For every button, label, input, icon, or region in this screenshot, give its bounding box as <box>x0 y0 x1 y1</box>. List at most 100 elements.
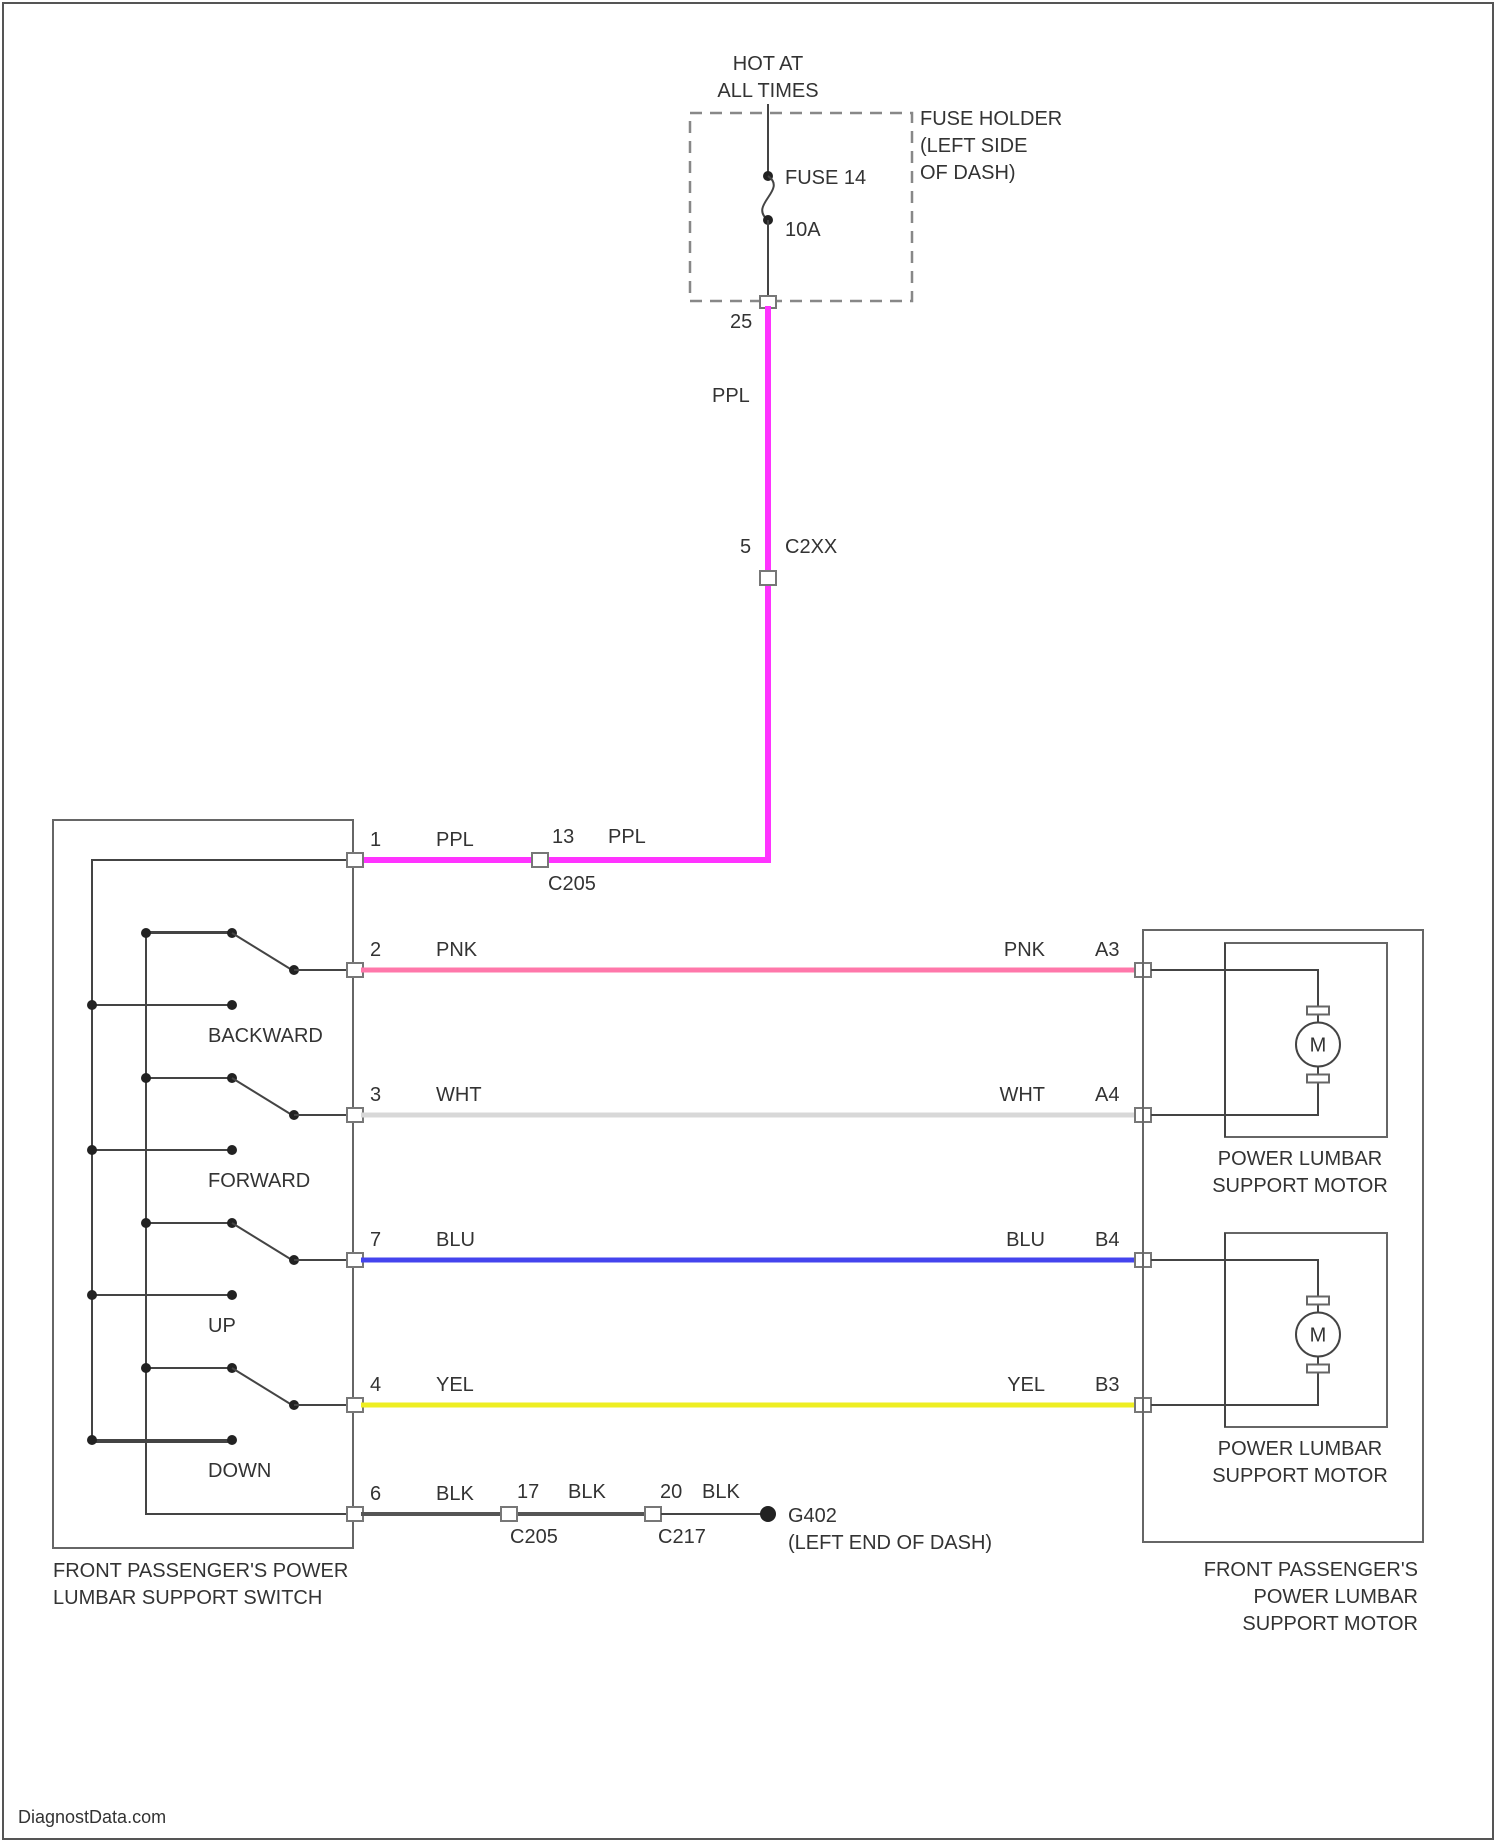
connector-gnd-c217-pin <box>645 1507 661 1521</box>
fuse-rating: 10A <box>785 219 821 241</box>
switch-blade <box>232 933 292 970</box>
motor-pin-number: B3 <box>1095 1374 1119 1396</box>
switch-contact-lower <box>227 1290 237 1300</box>
connector-c205-pin <box>532 853 548 867</box>
connector-gnd-c217-name: C217 <box>658 1526 706 1548</box>
connector-gnd-c217-pin-number: 20 <box>660 1481 682 1503</box>
switch-position-label: FORWARD <box>208 1170 310 1192</box>
fuse-symbol <box>762 176 774 220</box>
switch-blade <box>232 1223 292 1260</box>
switch-junction <box>87 1290 97 1300</box>
switch-pin-number: 3 <box>370 1084 381 1106</box>
motor-brush-bottom <box>1307 1075 1329 1083</box>
switch-contact-lower <box>227 1435 237 1445</box>
motor-sub-label-line2: SUPPORT MOTOR <box>1212 1465 1388 1487</box>
switch-position-label: BACKWARD <box>208 1025 323 1047</box>
connector-c2xx-name: C2XX <box>785 536 837 558</box>
switch-contact-lower <box>227 1145 237 1155</box>
switch-groups: BACKWARD FORWARD UP DOWN <box>87 928 350 1482</box>
switch-junction <box>141 1363 151 1373</box>
feed-wire-color-code: PPL <box>712 385 750 407</box>
motor-pin-number: B4 <box>1095 1229 1119 1251</box>
motor-brush-bottom <box>1307 1365 1329 1373</box>
ground-wire-color-code-mid: BLK <box>568 1481 606 1503</box>
switch-pin <box>347 1507 363 1521</box>
connector-c205-pin-number: 13 <box>552 826 574 848</box>
wire-color-code: BLU <box>436 1229 475 1251</box>
switch-component-label-line2: LUMBAR SUPPORT SWITCH <box>53 1587 322 1609</box>
connector-c2xx-pin-number: 5 <box>740 536 751 558</box>
switch-position-label: UP <box>208 1315 236 1337</box>
motor-brush-top <box>1307 1007 1329 1015</box>
wire-color-code-motor-end: YEL <box>1007 1374 1045 1396</box>
switch-junction <box>141 1218 151 1228</box>
switch-pin <box>347 853 363 867</box>
motor-symbol-letter: M <box>1310 1325 1327 1347</box>
ground-location: (LEFT END OF DASH) <box>788 1532 992 1554</box>
watermark: DiagnostData.com <box>18 1807 166 1827</box>
ground-wire-color-code-right: BLK <box>702 1481 740 1503</box>
motor-sub-label-line1: POWER LUMBAR <box>1218 1438 1382 1460</box>
switch-pin <box>347 1253 363 1267</box>
motor-sub-label-line1: POWER LUMBAR <box>1218 1148 1382 1170</box>
motor-pin-number: A4 <box>1095 1084 1119 1106</box>
switch-pin <box>347 963 363 977</box>
connector-c205-name: C205 <box>548 873 596 895</box>
motor-symbol-letter: M <box>1310 1035 1327 1057</box>
switch-pin <box>347 1108 363 1122</box>
fuse-holder-label-line2: (LEFT SIDE <box>920 135 1027 157</box>
switch-component-label-line1: FRONT PASSENGER'S POWER <box>53 1560 348 1582</box>
switch-pin-number: 2 <box>370 939 381 961</box>
connector-gnd-c205-pin <box>501 1507 517 1521</box>
ground-name: G402 <box>788 1505 837 1527</box>
motor-lead-b <box>1151 1340 1318 1405</box>
feed-wire-color-code-right: PPL <box>608 826 646 848</box>
motor-pin-number: A3 <box>1095 939 1119 961</box>
fuse-holder-box <box>690 113 912 301</box>
motor-lead-a <box>1151 970 1318 1035</box>
switch-pin-number: 6 <box>370 1483 381 1505</box>
wire-color-code: BLK <box>436 1483 474 1505</box>
wire-color-code: WHT <box>436 1084 482 1106</box>
power-source-label-line2: ALL TIMES <box>717 80 818 102</box>
switch-pin-number: 4 <box>370 1374 381 1396</box>
switch-pin-number: 1 <box>370 829 381 851</box>
switch-position-label: DOWN <box>208 1460 271 1482</box>
switch-junction <box>87 1145 97 1155</box>
switch-junction <box>87 1435 97 1445</box>
ground-point <box>760 1506 776 1522</box>
connector-gnd-c205-pin-number: 17 <box>517 1481 539 1503</box>
connector-c2xx-pin <box>760 571 776 585</box>
wire-color-code: YEL <box>436 1374 474 1396</box>
switch-pin <box>347 1398 363 1412</box>
wire-color-code: PNK <box>436 939 478 961</box>
motor-component-label-line3: SUPPORT MOTOR <box>1242 1613 1418 1635</box>
fuse-holder-label-line1: FUSE HOLDER <box>920 108 1062 130</box>
switch-junction <box>141 1073 151 1083</box>
feed-wire <box>360 306 768 860</box>
switch-blade <box>232 1368 292 1405</box>
fuse-holder-label-line3: OF DASH) <box>920 162 1016 184</box>
wire-color-code-motor-end: PNK <box>1004 939 1046 961</box>
motor-brush-top <box>1307 1297 1329 1305</box>
wire-color-code-motor-end: BLU <box>1006 1229 1045 1251</box>
connector-gnd-c205-name: C205 <box>510 1526 558 1548</box>
motor-lead-b <box>1151 1050 1318 1115</box>
fuse-name: FUSE 14 <box>785 167 866 189</box>
motor-lead-a <box>1151 1260 1318 1325</box>
switch-junction <box>87 1000 97 1010</box>
motor-sub-label-line2: SUPPORT MOTOR <box>1212 1175 1388 1197</box>
switch-pin-number: 7 <box>370 1229 381 1251</box>
wire-color-code-motor-end: WHT <box>999 1084 1045 1106</box>
wire-color-code: PPL <box>436 829 474 851</box>
motor-groups: M POWER LUMBAR SUPPORT MOTOR M POWER LUMBAR S… <box>1151 943 1388 1487</box>
motor-component-label-line1: FRONT PASSENGER'S <box>1204 1559 1418 1581</box>
signal-wires: 2 PNK PNK A3 3 WHT WHT A4 7 BLU BLU B4 4 YEL YEL B3 6 BLK… <box>347 829 1151 1521</box>
switch-blade <box>232 1078 292 1115</box>
switch-junction <box>141 928 151 938</box>
switch-contact-lower <box>227 1000 237 1010</box>
motor-component-label-line2: POWER LUMBAR <box>1254 1586 1418 1608</box>
fuse-holder-pin-number: 25 <box>730 311 752 333</box>
power-source-label-line1: HOT AT <box>733 53 803 75</box>
